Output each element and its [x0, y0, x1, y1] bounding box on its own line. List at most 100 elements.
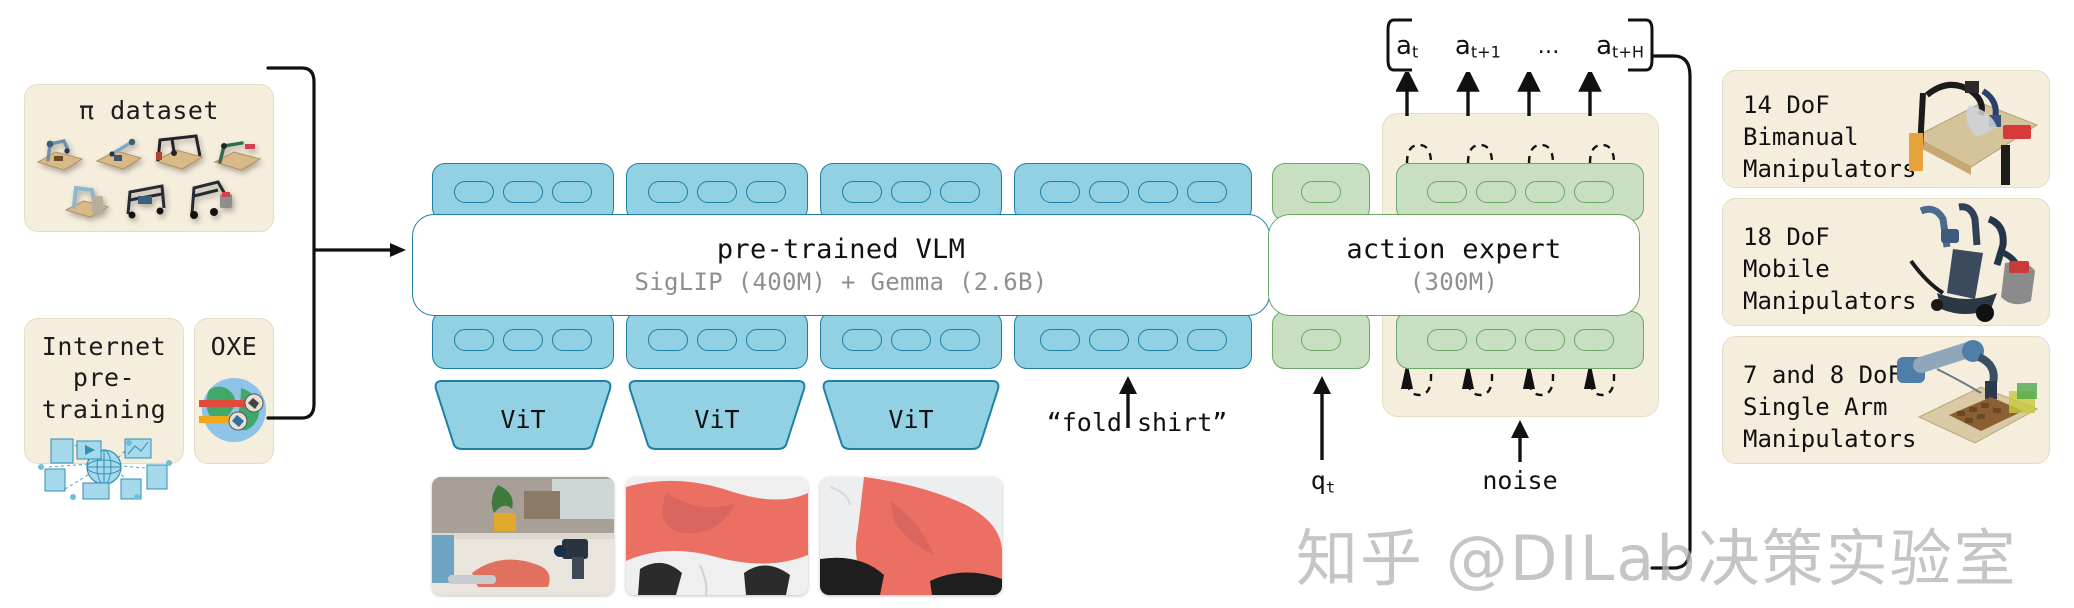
robot-thumb-icon [213, 141, 262, 171]
vit-label: ViT [694, 405, 740, 434]
token-pill [697, 181, 737, 203]
robot-card-single-arm: 7 and 8 DoF Single Arm Manipulators [1722, 336, 2050, 464]
state-token-group-top [1272, 163, 1370, 221]
token-pill [1573, 181, 1614, 203]
right-brace-connector [1650, 54, 1692, 570]
token-group-2-top [626, 163, 808, 221]
token-pill [454, 181, 494, 203]
robot-thumb-icon [154, 134, 204, 170]
token-pill [1573, 329, 1614, 351]
robot-thumb-icon [64, 186, 110, 218]
action-item-1: at+1 [1455, 31, 1501, 62]
prompt-arrow [1119, 376, 1137, 428]
robot-card-single-arm-line3: Manipulators [1743, 425, 1917, 454]
action-item-2-base: … [1537, 33, 1560, 59]
token-group-3-top [820, 163, 1002, 221]
token-pill [1186, 329, 1227, 351]
action-expert-box: action expert (300M) [1268, 214, 1640, 316]
robot-thumb-icon [36, 139, 84, 171]
robot-photo-bimanual [1909, 81, 2039, 185]
internet-pretraining-card: Internet pre-training [24, 318, 184, 500]
robot-card-single-arm-line2: Single Arm [1743, 393, 1888, 422]
action-item-0-sub: t [1411, 42, 1419, 62]
token-group-4-top [1014, 163, 1252, 221]
token-pill [1475, 329, 1516, 351]
robot-thumb-icon [95, 139, 143, 170]
token-pill [1475, 181, 1516, 203]
vit-shape [628, 380, 806, 450]
robot-card-bimanual-line2: Bimanual [1743, 123, 1859, 152]
token-pill [1088, 181, 1129, 203]
robot-card-bimanual: 14 DoF Bimanual Manipulators [1722, 70, 2050, 188]
token-pill [891, 329, 931, 351]
action-item-3-sub: t+H [1612, 42, 1644, 62]
token-pill [1088, 329, 1129, 351]
token-pill [648, 329, 688, 351]
token-pill [697, 329, 737, 351]
pi-dataset-card: π dataset [24, 84, 274, 232]
state-input-arrow [1313, 376, 1331, 460]
token-pill [891, 181, 931, 203]
token-pill [1039, 329, 1080, 351]
vit-block-2: ViT [626, 379, 808, 451]
action-output-arrows [1396, 72, 1602, 116]
vit-shape [822, 380, 1000, 450]
pretrained-vlm-box: pre-trained VLM SigLIP (400M) + Gemma (2… [412, 214, 1270, 316]
token-group-4-bottom [1014, 311, 1252, 369]
pi-dataset-title: π dataset [79, 96, 219, 125]
robot-card-mobile-line1: 18 DoF [1743, 223, 1830, 251]
token-pill [454, 329, 494, 351]
robot-thumb-icon [190, 180, 232, 220]
robot-card-bimanual-text: 14 DoF Bimanual Manipulators [1743, 89, 1923, 185]
vit-label: ViT [888, 405, 934, 434]
token-pill [940, 181, 980, 203]
prompt-label: “fold shirt” [1046, 408, 1228, 437]
token-pill [1524, 181, 1565, 203]
oxe-globe-icon [199, 378, 266, 443]
pi-dataset-thumbs-row1 [25, 130, 273, 174]
action-item-1-base: a [1454, 30, 1471, 61]
camera-image-scene [432, 477, 614, 595]
vlm-title: pre-trained VLM [716, 234, 966, 265]
vit-label: ViT [500, 405, 546, 434]
oxe-card: OXE [194, 318, 274, 464]
token-pill [503, 329, 543, 351]
camera-frame-3 [820, 477, 1002, 595]
internet-pretraining-title: Internet pre-training [25, 331, 183, 425]
noise-label: noise [1482, 466, 1558, 495]
action-item-0: at [1396, 31, 1418, 62]
token-group-1-top [432, 163, 614, 221]
internet-title-line1: Internet [41, 332, 167, 361]
action-bracket [1386, 18, 1654, 72]
camera-frame-2 [626, 477, 808, 595]
token-group-2-bottom [626, 311, 808, 369]
robot-photo-single-arm [1897, 340, 2039, 444]
noise-input-arrow [1511, 420, 1529, 462]
pi-dataset-thumbs-row2 [25, 174, 273, 220]
token-group-3-bottom [820, 311, 1002, 369]
token-pill [1301, 329, 1341, 351]
token-group-1-bottom [432, 311, 614, 369]
robot-card-single-arm-text: 7 and 8 DoF Single Arm Manipulators [1743, 359, 1943, 455]
token-pill [503, 181, 543, 203]
token-pill [746, 181, 786, 203]
action-token-group-top [1396, 163, 1644, 221]
token-pill [1137, 181, 1178, 203]
token-pill [1039, 181, 1080, 203]
token-pill [1137, 329, 1178, 351]
token-pill [746, 329, 786, 351]
robot-photo-mobile [1909, 203, 2035, 322]
token-pill [842, 181, 882, 203]
vit-block-3: ViT [820, 379, 1002, 451]
token-pill [1524, 329, 1565, 351]
state-label-sub: t [1325, 478, 1336, 497]
token-pill [648, 181, 688, 203]
state-token-group-bottom [1272, 311, 1370, 369]
camera-image-scene [626, 477, 808, 595]
robot-thumb-icon [126, 184, 166, 219]
state-label-base: q [1310, 466, 1326, 495]
action-item-1-sub: t+1 [1470, 42, 1501, 62]
robot-card-bimanual-line1: 14 DoF [1743, 91, 1830, 119]
vlm-subtitle: SigLIP (400M) + Gemma (2.6B) [634, 268, 1048, 296]
action-item-3-base: a [1596, 30, 1613, 61]
